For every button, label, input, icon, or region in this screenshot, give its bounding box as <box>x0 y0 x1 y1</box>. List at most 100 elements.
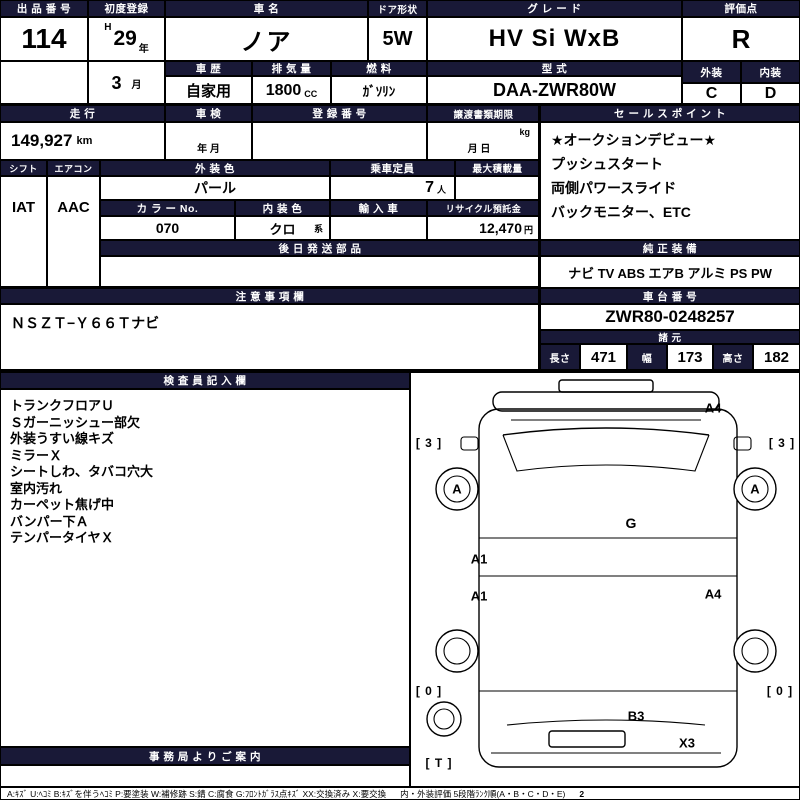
car-name-value: ノア <box>165 17 368 61</box>
sales-point-line: ★オークションデビュー★ <box>551 132 717 148</box>
door-shape-value: 5W <box>368 17 427 61</box>
exterior-score-label: 外装 <box>682 61 741 83</box>
tire-grade-front-right: [ 3 ] <box>768 436 796 450</box>
notes-value: ＮＳＺＴ−Ｙ６６Ｔナビ <box>0 304 540 370</box>
damage-marker-a1-left-front-door: A1 <box>470 551 488 567</box>
damage-marker-a-front-left-wheel: A <box>452 481 462 497</box>
displacement-cell: 1800 CC <box>252 76 331 105</box>
interior-score-value: D <box>741 83 800 105</box>
max-load-label: 最大積載量 <box>455 160 540 176</box>
damage-marker-g-windshield: G <box>625 515 637 531</box>
mileage-cell: 149,927 km <box>0 122 165 160</box>
legend-page-number: 2 <box>579 788 585 799</box>
first-reg-month-unit: 月 <box>131 79 142 91</box>
first-reg-month-cell: 3 月 <box>88 61 165 105</box>
inspector-notes-box: トランクフロアＵ Ｓガーニッシュー部欠 外装うすい線キズ ミラーＸ シートしわ、… <box>0 389 410 747</box>
capacity-unit: 人 <box>436 185 446 195</box>
auction-no-label: 出 品 番 号 <box>0 0 88 17</box>
divider-vertical-mid <box>538 103 541 372</box>
first-reg-year-unit: 年 <box>138 44 149 55</box>
exterior-color-value: パール <box>100 176 330 200</box>
legend-text: A:ｷｽﾞ U:ﾍｺﾐ B:ｷｽﾞを伴うﾍｺﾐ P:要塗装 W:補修跡 S:錆 … <box>7 788 387 799</box>
grade-value: HV Si WxB <box>427 17 682 61</box>
recycle-deposit-label: リサイクル預託金 <box>427 200 540 216</box>
notes-label: 注 意 事 項 欄 <box>0 288 540 304</box>
auction-no-value: 114 <box>0 17 88 61</box>
grade-label: グ レ ー ド <box>427 0 682 17</box>
office-info-label: 事 務 局 よ り ご 案 内 <box>0 747 410 765</box>
car-top-view-diagram <box>426 379 777 768</box>
shift-value: IAT <box>0 176 47 288</box>
damage-marker-x3-rear-right: X3 <box>679 735 695 751</box>
damage-marker-a4-right-door: A4 <box>704 586 722 602</box>
spec-length-label: 長さ <box>540 344 580 370</box>
displacement-value: 1800 <box>265 81 302 99</box>
capacity-value: 7 <box>425 179 434 196</box>
recycle-deposit-cell: 12,470 円 <box>427 216 540 240</box>
interior-score-label: 内装 <box>741 61 800 83</box>
sales-points-box: ★オークションデビュー★ プッシュスタート 両側パワースライド バックモニター、… <box>540 122 800 240</box>
registration-no-label: 登 録 番 号 <box>252 105 427 122</box>
damage-marker-a1-left-rear-door: A1 <box>470 588 488 604</box>
recycle-deposit-unit: 円 <box>523 225 533 235</box>
car-name-label: 車 名 <box>165 0 368 17</box>
sales-point-line: 両側パワースライド <box>551 180 677 196</box>
later-parts-value <box>100 256 540 288</box>
color-no-label: カ ラ ー No. <box>100 200 235 216</box>
inspector-note-line: 外装うすい線キズ <box>10 431 115 446</box>
capacity-label: 乗車定員 <box>330 160 455 176</box>
interior-color-cell: クロ 系 <box>235 216 330 240</box>
score-value: R <box>682 17 800 61</box>
inspection-cell: 年 月 <box>165 122 252 160</box>
max-load-kg-unit: kg <box>519 127 530 137</box>
spec-width-value: 173 <box>667 344 713 370</box>
first-reg-year-cell: H 29 年 <box>88 17 165 61</box>
interior-color-value: クロ <box>269 221 296 237</box>
exterior-color-label: 外 装 色 <box>100 160 330 176</box>
specs-label: 諸 元 <box>540 330 800 344</box>
score-label: 評価点 <box>682 0 800 17</box>
chassis-no-value: ZWR80-0248257 <box>540 304 800 330</box>
color-no-value: 070 <box>100 216 235 240</box>
aircon-value: AAC <box>47 176 100 288</box>
tire-grade-rear-right: [ 0 ] <box>766 684 794 698</box>
capacity-cell: 7 人 <box>330 176 455 200</box>
divider-bottom-section <box>0 370 800 373</box>
spec-height-value: 182 <box>753 344 800 370</box>
office-info-value <box>0 765 410 787</box>
inspector-note-line: Ｓガーニッシュー部欠 <box>10 414 141 430</box>
legend-rank-text: 内・外装評価 5段階ﾗﾝｸ順(A・B・C・D・E) <box>400 788 566 799</box>
shift-label: シフト <box>0 160 47 176</box>
damage-marker-b3-rear: B3 <box>627 708 645 724</box>
mileage-value: 149,927 <box>11 131 73 150</box>
door-shape-label: ドア形状 <box>368 0 427 17</box>
spec-length-value: 471 <box>580 344 627 370</box>
inspector-note-line: ミラーＸ <box>10 447 63 463</box>
transfer-deadline-cell: kg 月 日 <box>427 122 540 160</box>
sales-point-line: バックモニター、ETC <box>551 204 691 220</box>
legend-bar: A:ｷｽﾞ U:ﾍｺﾐ B:ｷｽﾞを伴うﾍｺﾐ P:要塗装 W:補修跡 S:錆 … <box>0 787 800 800</box>
spec-width-label: 幅 <box>627 344 667 370</box>
fuel-label: 燃 料 <box>331 61 427 76</box>
sales-point-line: プッシュスタート <box>551 156 663 172</box>
tire-grade-rear-left: [ 0 ] <box>415 684 443 698</box>
car-diagram-box: A4 [ 3 ] [ 3 ] A A G A1 A1 A4 [ 0 ] [ 0 … <box>410 372 800 787</box>
first-reg-year: 29 <box>113 27 137 50</box>
transfer-deadline-label: 譲渡書類期限 <box>427 105 540 122</box>
import-car-value <box>330 216 427 240</box>
inspector-note-line: テンパータイヤＸ <box>10 530 114 545</box>
first-reg-month: 3 <box>111 72 122 93</box>
tire-grade-front-left: [ 3 ] <box>415 436 443 450</box>
damage-marker-a-front-right-wheel: A <box>750 481 760 497</box>
displacement-label: 排 気 量 <box>252 61 331 76</box>
equipment-label: 純 正 装 備 <box>540 240 800 256</box>
transfer-deadline-value: 月 日 <box>467 144 491 155</box>
history-value: 自家用 <box>165 76 252 105</box>
divider-top <box>0 103 800 106</box>
first-reg-label: 初度登録 <box>88 0 165 17</box>
interior-color-unit: 系 <box>313 224 323 234</box>
equipment-value: ナビ TV ABS エアB アルミ PS PW <box>540 256 800 288</box>
max-load-value <box>455 176 540 200</box>
spare-tire-marker: [ T ] <box>425 756 453 770</box>
